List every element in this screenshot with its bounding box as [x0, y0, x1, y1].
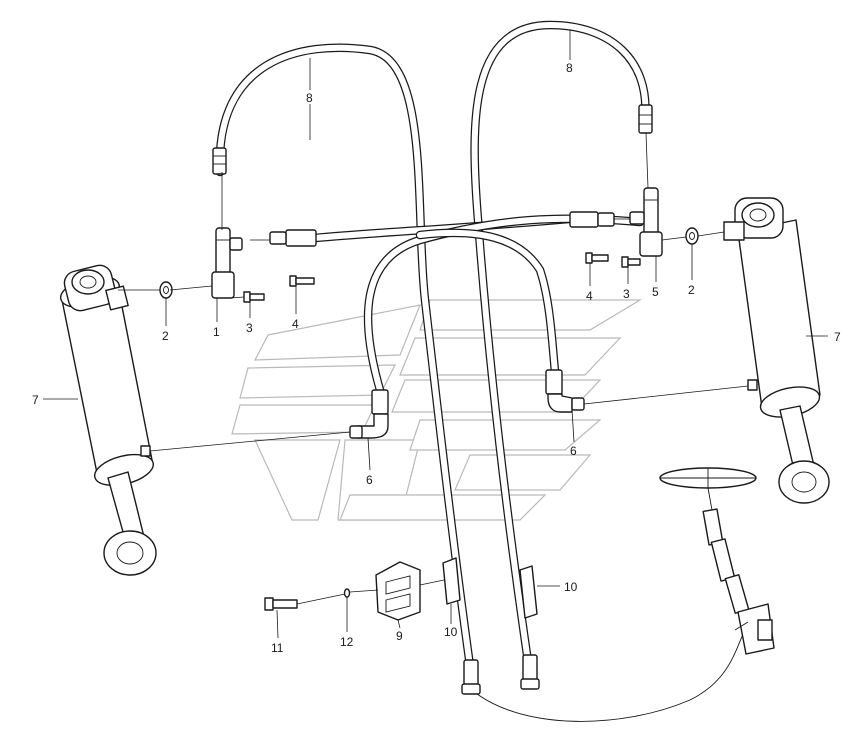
elbow-fitting-right — [545, 369, 585, 413]
callout-3-left: 3 — [246, 321, 253, 335]
hose-left-long — [215, 43, 477, 685]
hose-fitting-bottom-right — [520, 654, 540, 690]
hose-fitting-cross-left — [269, 229, 317, 247]
elbow-fitting-left — [349, 389, 389, 439]
callout-9: 9 — [396, 629, 403, 643]
washer-right — [685, 227, 699, 245]
bolt-short-left — [243, 291, 265, 303]
hose-clamp-right — [519, 565, 538, 619]
callout-2-left: 2 — [162, 329, 169, 343]
callout-3-right: 3 — [623, 287, 630, 301]
callout-5: 5 — [652, 285, 659, 299]
watermark-logo — [231, 299, 643, 521]
hose-clamp-left — [442, 557, 461, 605]
callout-labels: 1 2 2 3 3 4 4 5 6 6 7 7 8 8 9 10 10 11 1… — [32, 61, 841, 655]
cylinder-left — [59, 264, 157, 576]
callout-10-right: 10 — [564, 580, 578, 594]
callout-10-left: 10 — [444, 625, 458, 639]
callout-7-left: 7 — [32, 393, 39, 407]
callout-2-right: 2 — [688, 283, 695, 297]
bolt-bracket — [264, 597, 298, 611]
callout-12: 12 — [340, 635, 354, 649]
callout-6-left: 6 — [366, 473, 373, 487]
hose-fitting-top-right — [638, 104, 653, 134]
callout-7-right: 7 — [834, 330, 841, 344]
callout-4-left: 4 — [292, 317, 299, 331]
hose-fitting-cross-right — [569, 211, 615, 228]
hose-right-long — [470, 20, 650, 680]
callout-8-left: 8 — [306, 91, 313, 105]
bolt-long-right — [585, 252, 609, 264]
spring-washer — [343, 588, 351, 598]
bolt-long-left — [289, 275, 315, 287]
hose-fitting-top-left — [212, 147, 227, 175]
tee-fitting-left — [211, 227, 243, 299]
hose-fitting-bottom-left — [461, 659, 481, 695]
callout-8-right: 8 — [566, 61, 573, 75]
hose-bracket — [375, 561, 421, 621]
steering-column — [659, 467, 775, 655]
tee-fitting-right — [629, 187, 663, 257]
hose-cross-c — [415, 228, 560, 377]
steering-line — [471, 629, 746, 722]
bolt-short-right — [621, 256, 641, 268]
callout-4-right: 4 — [586, 289, 593, 303]
cylinder-right — [723, 197, 830, 504]
callout-11: 11 — [271, 641, 284, 655]
callout-6-right: 6 — [570, 444, 577, 458]
callout-1: 1 — [213, 325, 220, 339]
leader-lines — [43, 30, 828, 639]
